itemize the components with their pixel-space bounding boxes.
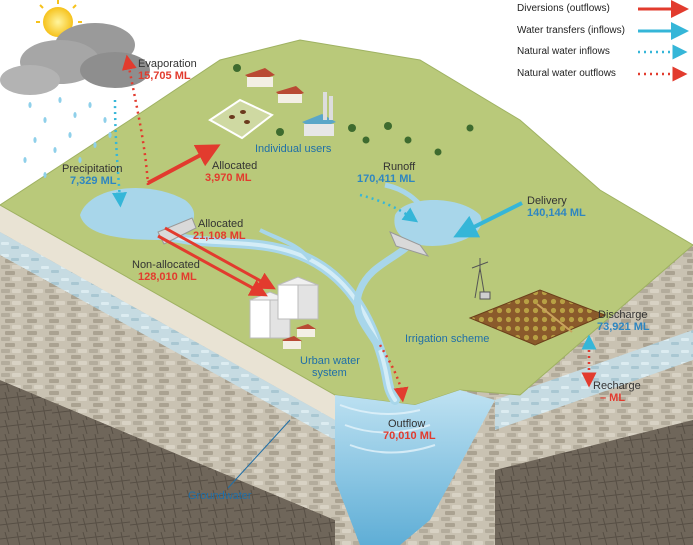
allocated-users-label: Allocated: [212, 160, 258, 172]
precipitation-label: Precipitation: [62, 163, 123, 175]
right-dam: [389, 231, 430, 257]
rain-drops: [23, 97, 112, 178]
non-allocated-value: 128,010 ML: [138, 271, 197, 283]
legend-swatches: [638, 0, 689, 82]
allocated-users-arrow: [147, 144, 221, 185]
irrigation-fields: [468, 289, 607, 346]
factory-icon: [302, 92, 336, 136]
groundwater-pointer: [227, 419, 291, 489]
non-allocated-label: Non-allocated: [132, 259, 200, 271]
tree-icons: [233, 64, 474, 156]
legend-water-transfers: Water transfers (inflows): [517, 25, 625, 36]
precipitation-arrow: [112, 99, 127, 208]
runoff-value: 170,411 ML: [357, 173, 416, 185]
discharge-label: Discharge: [598, 309, 648, 321]
rain-cloud-icon: [0, 23, 150, 95]
outflow-value: 70,010 ML: [383, 430, 436, 442]
recharge-value: – ML: [600, 392, 626, 404]
legend-diversions: Diversions (outflows): [517, 3, 610, 14]
individual-users-label: Individual users: [255, 143, 332, 155]
allocated-users-value: 3,970 ML: [205, 172, 252, 184]
delivery-arrow: [453, 201, 523, 238]
non-allocated-arrow: [157, 234, 268, 297]
runoff-label: Runoff: [383, 161, 416, 173]
urban-water-label-line2: system: [312, 367, 347, 379]
precipitation-value: 7,329 ML: [70, 175, 117, 187]
delivery-label: Delivery: [527, 195, 567, 207]
urban-water-label-line1: Urban water: [300, 355, 360, 367]
recharge-label: Recharge: [593, 380, 641, 392]
cattle-paddock: [208, 98, 274, 140]
allocated-urban-label: Allocated: [198, 218, 244, 230]
left-dam: [157, 217, 197, 245]
groundwater-label: Groundwater: [188, 490, 252, 502]
windmill-icon: [471, 258, 491, 300]
discharge-value: 73,921 ML: [597, 321, 650, 333]
house-icon: [245, 68, 304, 103]
outflow-arrow: [378, 344, 409, 403]
allocated-urban-arrow: [164, 226, 276, 290]
delivery-value: 140,144 ML: [527, 207, 586, 219]
evaporation-label: Evaporation: [138, 58, 197, 70]
allocated-urban-value: 21,108 ML: [193, 230, 246, 242]
irrigation-scheme-label: Irrigation scheme: [405, 333, 490, 345]
legend-natural-outflows: Natural water outflows: [517, 68, 616, 79]
evaporation-value: 15,705 ML: [138, 70, 191, 82]
legend-natural-inflows: Natural water inflows: [517, 46, 610, 57]
outflow-label: Outflow: [388, 418, 426, 430]
river-valley-water: [335, 390, 495, 545]
